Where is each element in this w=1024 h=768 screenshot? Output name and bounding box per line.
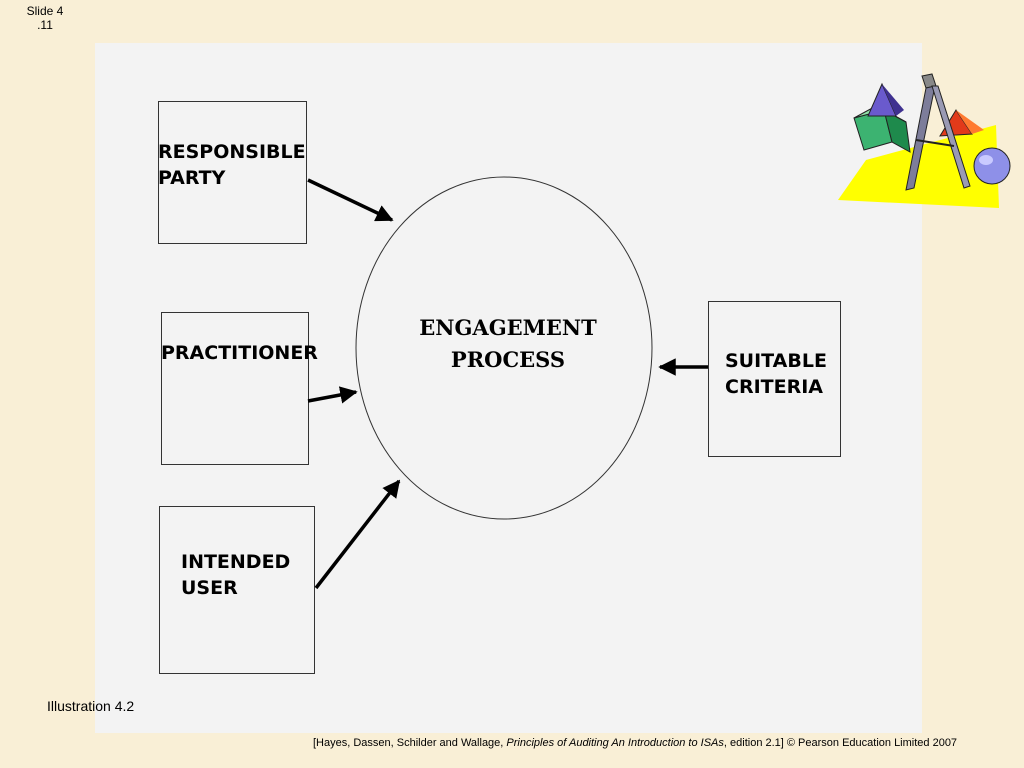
engagement-process-line1: ENGAGEMENT	[419, 315, 597, 340]
practitioner-label: PRACTITIONER	[161, 340, 318, 366]
geometry-shapes-compass-icon	[838, 73, 1011, 208]
slide-number-line1: Slide 4	[26, 4, 64, 18]
suitable-criteria-box	[708, 301, 841, 457]
citation-prefix: [Hayes, Dassen, Schilder and Wallage,	[313, 737, 507, 749]
citation: [Hayes, Dassen, Schilder and Wallage, Pr…	[313, 737, 957, 749]
responsible-party-label: RESPONSIBLE PARTY	[158, 139, 306, 191]
slide-number-line2: .11	[37, 18, 53, 32]
intended-user-line2: USER	[181, 577, 238, 599]
engagement-process-label: ENGAGEMENT PROCESS	[388, 312, 628, 376]
practitioner-line1: PRACTITIONER	[161, 342, 318, 364]
suitable-criteria-line2: CRITERIA	[725, 376, 823, 398]
responsible-party-line2: PARTY	[158, 167, 226, 189]
responsible-party-box	[158, 101, 307, 244]
intended-user-box	[159, 506, 315, 674]
responsible-party-line1: RESPONSIBLE	[158, 141, 306, 163]
intended-user-label: INTENDED USER	[181, 549, 290, 601]
illustration-caption: Illustration 4.2	[47, 698, 135, 714]
arrow-intended-user	[314, 479, 401, 590]
slide-number: Slide 4 .11	[22, 4, 68, 32]
arrow-practitioner	[307, 386, 358, 404]
arrow-responsible-party	[307, 178, 394, 222]
intended-user-line1: INTENDED	[181, 551, 291, 573]
citation-title: Principles of Auditing An Introduction t…	[506, 737, 724, 749]
practitioner-box	[161, 312, 309, 465]
engagement-process-line2: PROCESS	[450, 347, 566, 372]
engagement-process-ellipse	[355, 176, 653, 520]
suitable-criteria-label: SUITABLE CRITERIA	[725, 348, 827, 400]
citation-suffix: , edition 2.1] © Pearson Education Limit…	[723, 737, 958, 749]
suitable-criteria-line1: SUITABLE	[725, 350, 827, 372]
